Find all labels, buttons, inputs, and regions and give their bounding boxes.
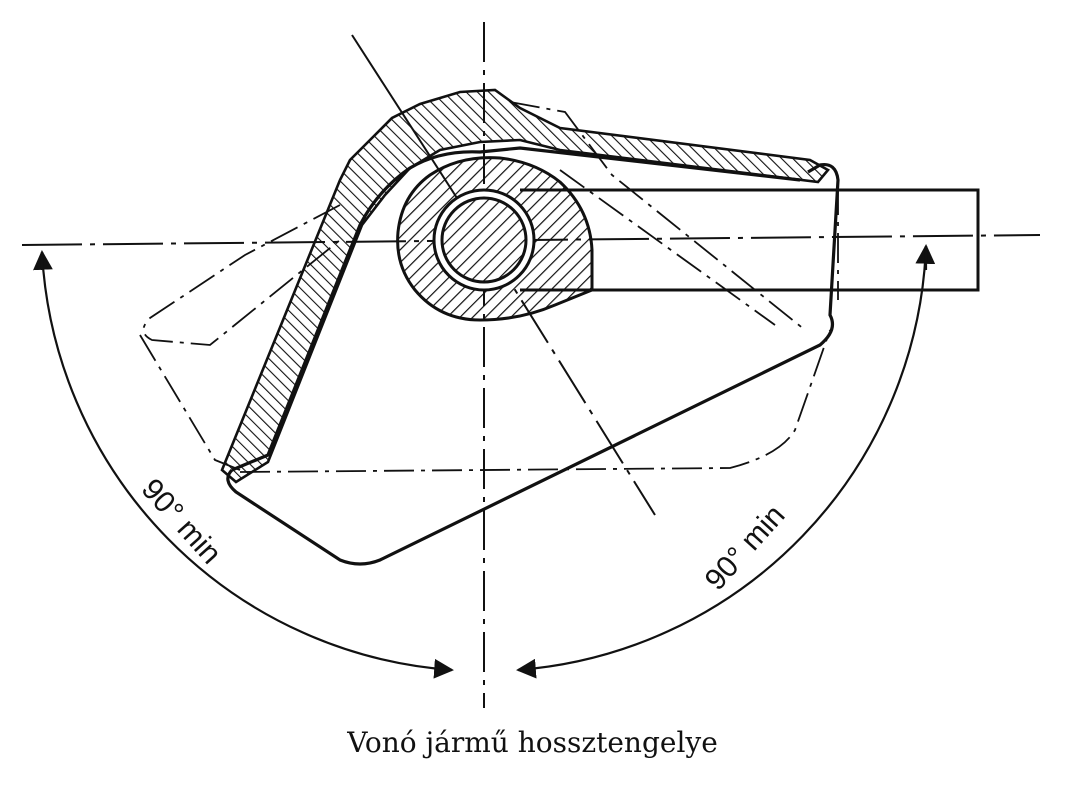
tow-bar-outline — [520, 188, 980, 292]
hatched-shell — [220, 88, 831, 484]
phantom-bottom-line — [239, 329, 831, 473]
dimension-arc-left — [33, 250, 454, 679]
angle-label-right: 90° min — [699, 499, 792, 597]
diagram-caption: Vonó jármű hossztengelye — [347, 726, 718, 759]
dimension-arc — [33, 244, 936, 679]
hatched-shell-left — [220, 88, 831, 484]
angle-label-left: 90° min — [135, 473, 228, 571]
pivot-assembly — [396, 156, 594, 322]
tow-bar — [520, 188, 980, 292]
pivot-pin — [440, 196, 528, 284]
phantom-jaw-left-lower — [139, 334, 241, 471]
dimension-arc-right — [516, 244, 936, 679]
jaw-outer-contour — [226, 162, 840, 566]
